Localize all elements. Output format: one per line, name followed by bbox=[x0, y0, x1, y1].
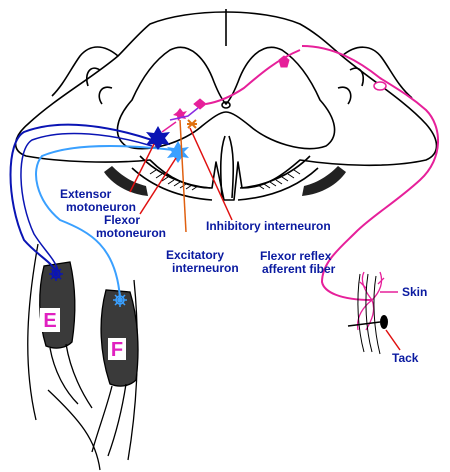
interneuron-link bbox=[169, 107, 199, 121]
anterior-median-fissure bbox=[219, 135, 235, 199]
label-skin: Skin bbox=[402, 285, 427, 299]
dorsal-root-ganglion bbox=[373, 81, 387, 91]
ventral-root-shade-left bbox=[104, 166, 148, 196]
label-tack: Tack bbox=[392, 351, 419, 365]
flexor-motor-fiber bbox=[35, 145, 175, 299]
muscle-e-tendon bbox=[49, 343, 93, 409]
spinal-cord bbox=[14, 9, 438, 201]
flexor-motoneuron-cell bbox=[167, 141, 189, 163]
leader-tack bbox=[385, 329, 401, 351]
ventral-hatching bbox=[149, 169, 301, 191]
skin-layer bbox=[357, 273, 381, 355]
label-extensor-motoneuron: Extensor motoneuron bbox=[60, 187, 136, 214]
muscle-e-letter: E bbox=[43, 310, 56, 332]
ventral-root-band-right bbox=[237, 155, 319, 201]
leader-flexor bbox=[139, 157, 177, 215]
white-matter-fold-right bbox=[337, 67, 365, 105]
label-flexor-reflex-afferent: Flexor reflex afferent fiber bbox=[260, 249, 336, 276]
extensor-motoneuron-cell bbox=[146, 126, 170, 150]
white-matter-fold-left bbox=[85, 67, 113, 105]
afferent-terminal-upper bbox=[278, 55, 290, 68]
afferent-terminal-lower bbox=[193, 98, 207, 110]
leader-inhibitory bbox=[189, 127, 233, 221]
inhibitory-link bbox=[161, 121, 177, 133]
dorsal-root-right bbox=[341, 46, 413, 99]
leader-lines bbox=[129, 119, 401, 351]
central-canal bbox=[221, 101, 231, 109]
tack-icon bbox=[347, 315, 388, 329]
leader-extensor bbox=[129, 143, 155, 193]
label-flexor-motoneuron: Flexor motoneuron bbox=[96, 213, 166, 240]
muscle-f-tendon bbox=[91, 383, 127, 457]
inhibitory-interneuron-cell bbox=[187, 119, 197, 129]
label-inhibitory-interneuron: Inhibitory interneuron bbox=[206, 219, 331, 233]
label-excitatory-interneuron: Excitatory interneuron bbox=[166, 248, 239, 275]
extensor-motor-fiber bbox=[9, 123, 153, 273]
ventral-root-shade-right bbox=[302, 166, 346, 196]
flexor-end-plate bbox=[113, 293, 127, 307]
extensor-end-plate bbox=[49, 267, 63, 281]
leader-excitatory bbox=[179, 119, 187, 233]
skin-nerve-endings bbox=[356, 271, 385, 331]
muscle-e-label-bg bbox=[40, 308, 60, 332]
afferent-fiber bbox=[301, 45, 439, 301]
extensor-motor-fiber-2 bbox=[20, 132, 153, 271]
dorsal-root-left bbox=[51, 46, 119, 97]
muscle-f-letter: F bbox=[111, 339, 123, 361]
muscle-f-label-bg bbox=[108, 338, 126, 360]
